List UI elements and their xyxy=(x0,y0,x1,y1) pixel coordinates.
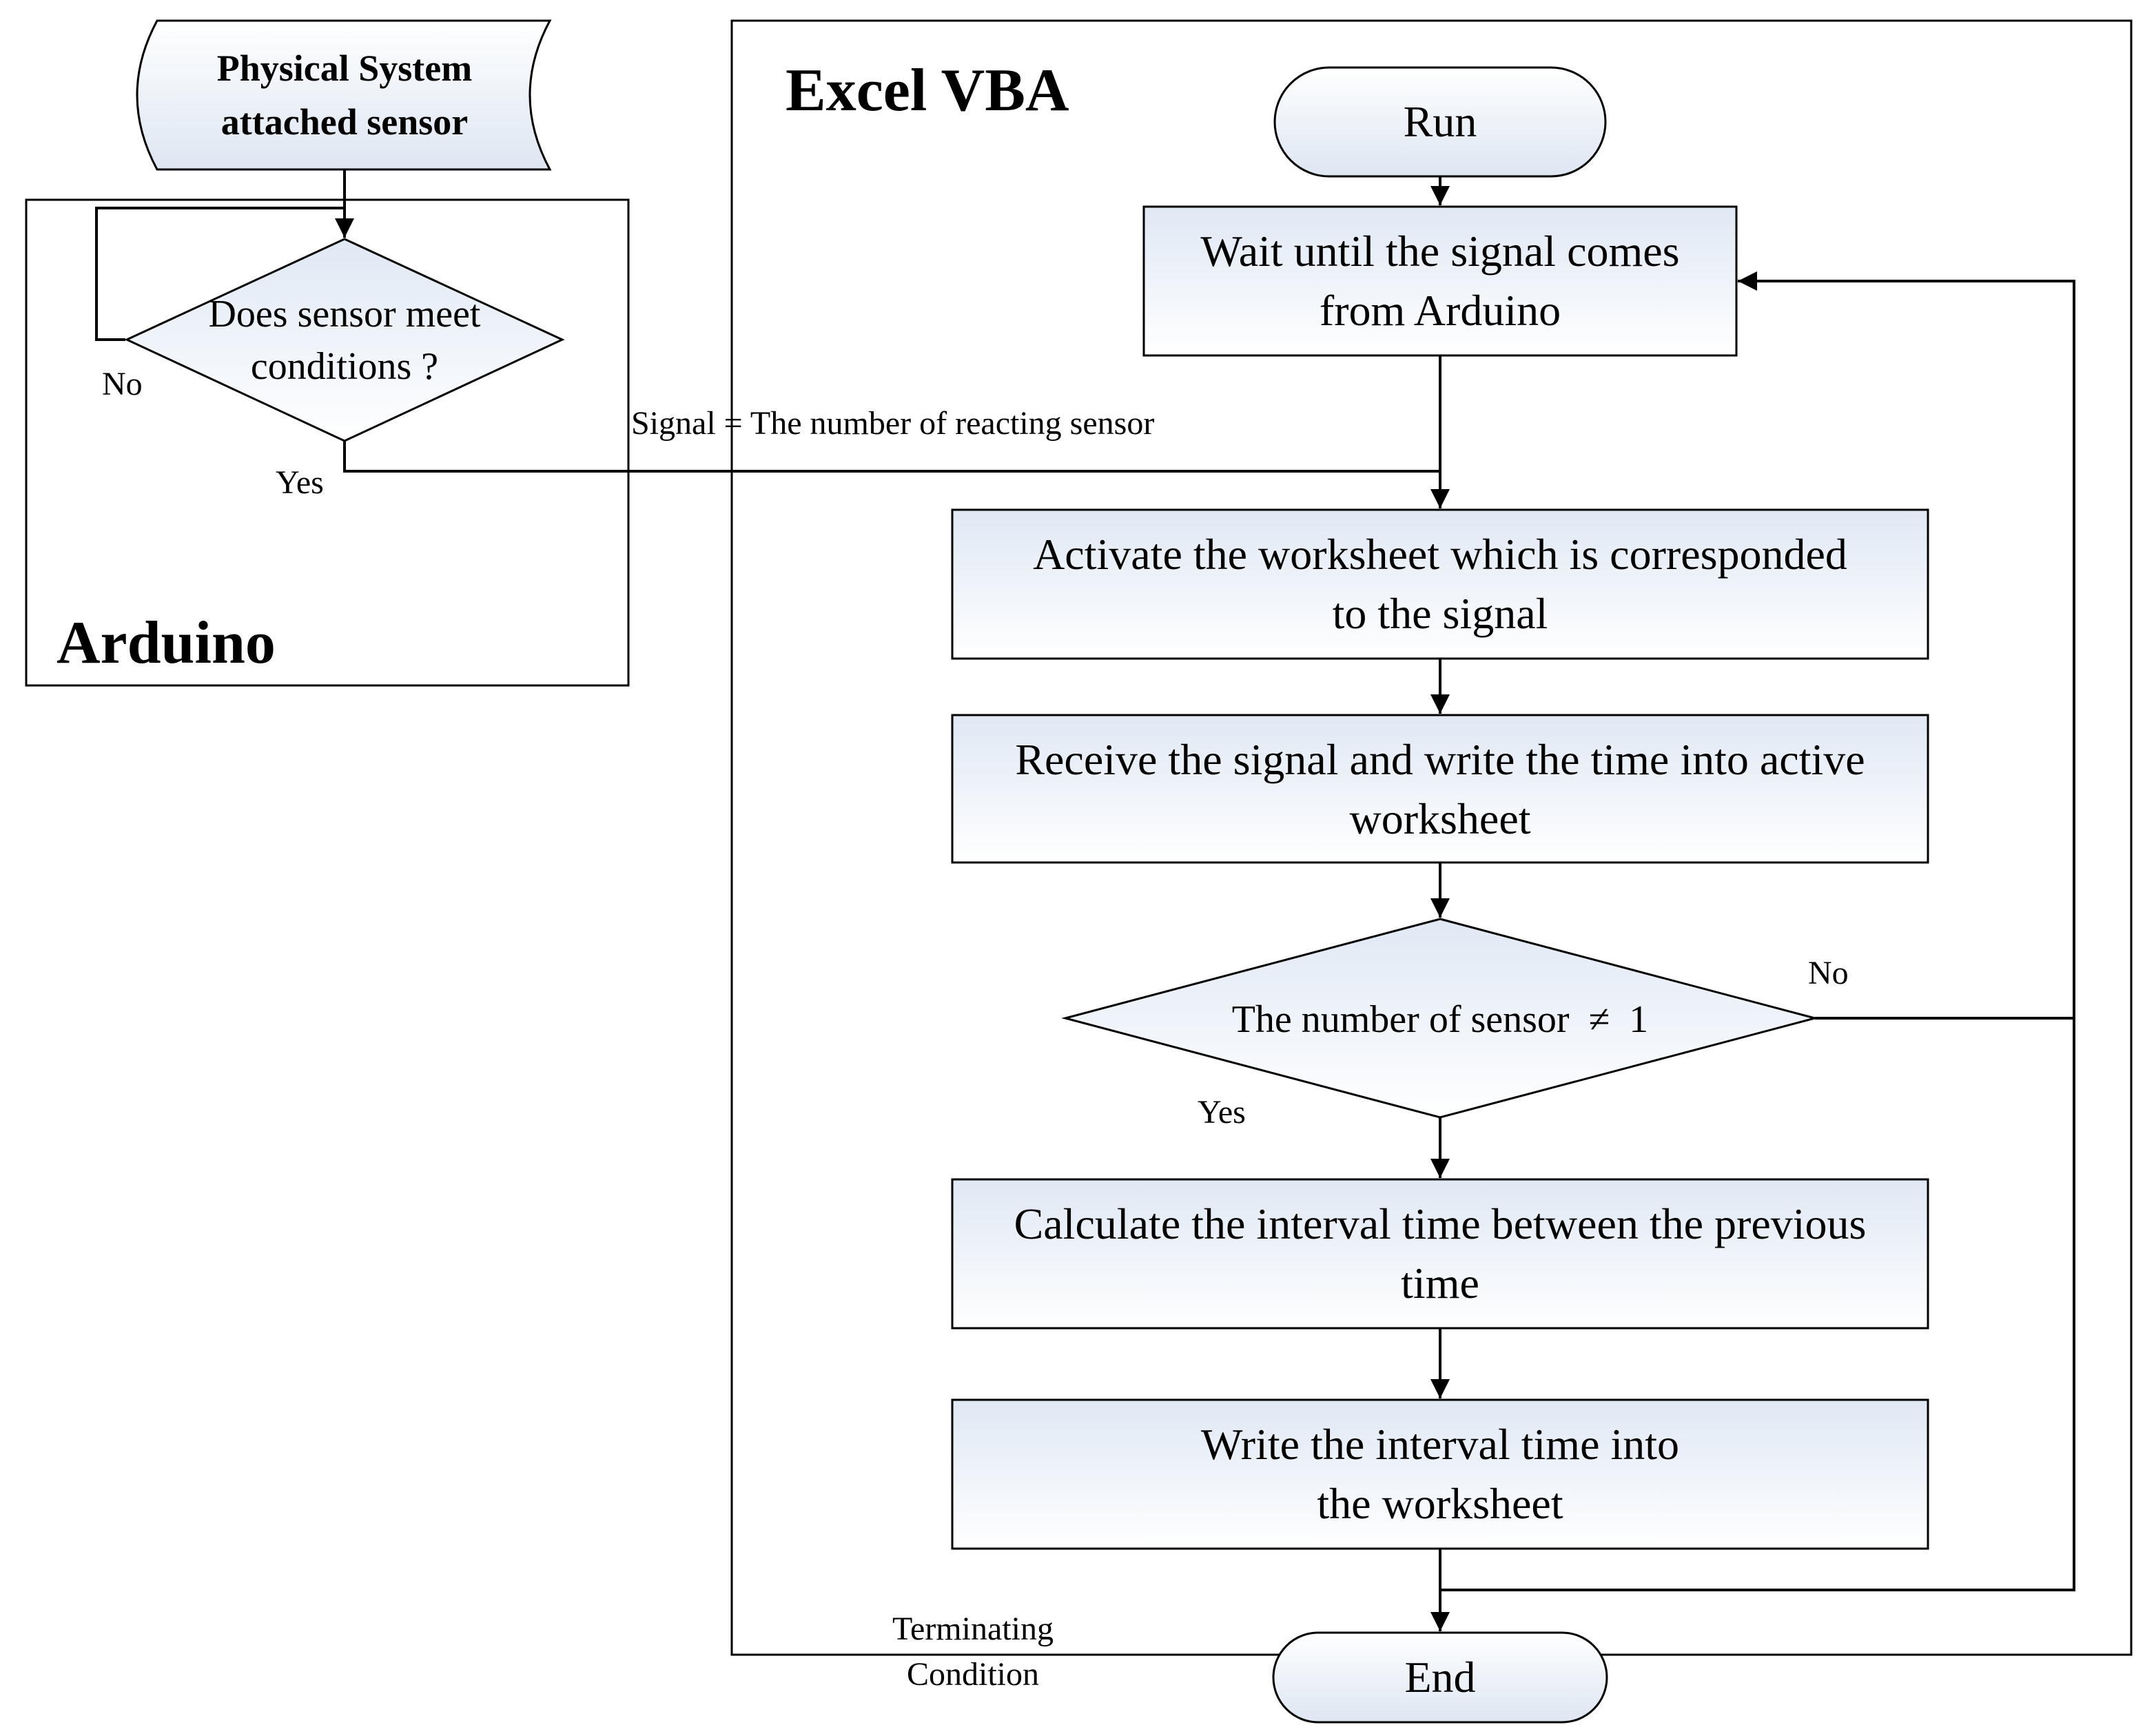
signal-line xyxy=(343,441,1450,508)
arduino-decision: Does sensor meet conditions ? xyxy=(124,238,565,442)
wait-box: Wait until the signal comes from Arduino xyxy=(1142,205,1738,357)
end-node: End xyxy=(1272,1631,1608,1724)
write-label-2: the worksheet xyxy=(1317,1479,1563,1528)
loop-back-line xyxy=(1440,1018,2075,1591)
arduino-frame xyxy=(25,198,630,687)
arduino-no-loop xyxy=(95,207,345,341)
sensor-decision-label: The number of sensor ≠ 1 xyxy=(1232,998,1649,1041)
physical-system-node: Physical System attached sensor xyxy=(136,19,552,171)
arduino-no-label: No xyxy=(102,366,143,402)
activate-label-1: Activate the worksheet which is correspo… xyxy=(1033,530,1847,579)
receive-label-2: worksheet xyxy=(1349,794,1530,843)
no-loop-line xyxy=(1738,271,2075,1020)
arduino-decision-label-1: Does sensor meet xyxy=(208,293,480,335)
signal-label: Signal = The number of reacting sensor xyxy=(631,405,1154,442)
sensor-decision: The number of sensor ≠ 1 xyxy=(1061,918,1819,1119)
excel-vba-title: Excel VBA xyxy=(786,57,1069,124)
arduino-title: Arduino xyxy=(57,610,276,676)
arduino-yes-label: Yes xyxy=(276,464,324,501)
receive-label-1: Receive the signal and write the time in… xyxy=(1015,735,1865,784)
write-label-1: Write the interval time into xyxy=(1201,1420,1679,1469)
wait-label-1: Wait until the signal comes xyxy=(1200,227,1679,276)
run-label: Run xyxy=(1404,97,1477,146)
run-node: Run xyxy=(1273,66,1607,178)
terminating-label-1: Terminating xyxy=(892,1611,1054,1647)
activate-box: Activate the worksheet which is correspo… xyxy=(951,508,1929,660)
excel-yes-label: Yes xyxy=(1198,1094,1246,1130)
write-box: Write the interval time into the workshe… xyxy=(951,1398,1929,1550)
wait-label-2: from Arduino xyxy=(1320,286,1561,335)
calculate-box: Calculate the interval time between the … xyxy=(951,1178,1929,1330)
activate-label-2: to the signal xyxy=(1333,589,1548,638)
excel-no-label: No xyxy=(1808,955,1849,991)
calculate-label-2: time xyxy=(1401,1259,1479,1308)
physical-system-label-2: attached sensor xyxy=(221,101,468,143)
calculate-label-1: Calculate the interval time between the … xyxy=(1014,1199,1867,1248)
arduino-decision-label-2: conditions ? xyxy=(251,345,438,388)
terminating-label-2: Condition xyxy=(907,1656,1039,1693)
end-label: End xyxy=(1404,1653,1475,1702)
receive-box: Receive the signal and write the time in… xyxy=(951,714,1929,864)
physical-system-label-1: Physical System xyxy=(217,48,473,89)
